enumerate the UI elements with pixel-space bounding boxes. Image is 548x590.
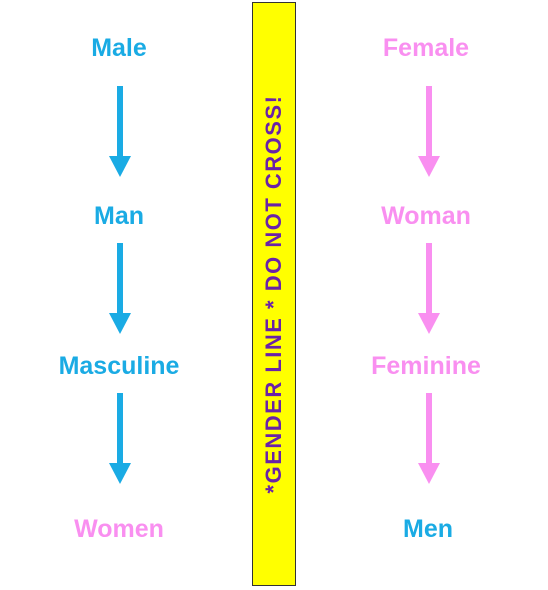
divider-text: *GENDER LINE * DO NOT CROSS! xyxy=(261,94,286,494)
left-label-masculine: Masculine xyxy=(58,352,180,380)
right-arrow-3 xyxy=(417,393,441,485)
left-arrow-1 xyxy=(108,86,132,178)
left-label-women: Women xyxy=(74,515,164,543)
right-label-men: Men xyxy=(403,515,453,543)
left-label-male: Male xyxy=(91,34,147,62)
left-label-man: Man xyxy=(94,202,144,230)
left-arrow-2 xyxy=(108,243,132,335)
right-arrow-1 xyxy=(417,86,441,178)
right-label-feminine: Feminine xyxy=(371,352,481,380)
left-arrow-3 xyxy=(108,393,132,485)
gender-line-divider: *GENDER LINE * DO NOT CROSS! xyxy=(252,2,296,586)
right-label-female: Female xyxy=(382,34,470,62)
right-label-woman: Woman xyxy=(381,202,471,230)
right-arrow-2 xyxy=(417,243,441,335)
